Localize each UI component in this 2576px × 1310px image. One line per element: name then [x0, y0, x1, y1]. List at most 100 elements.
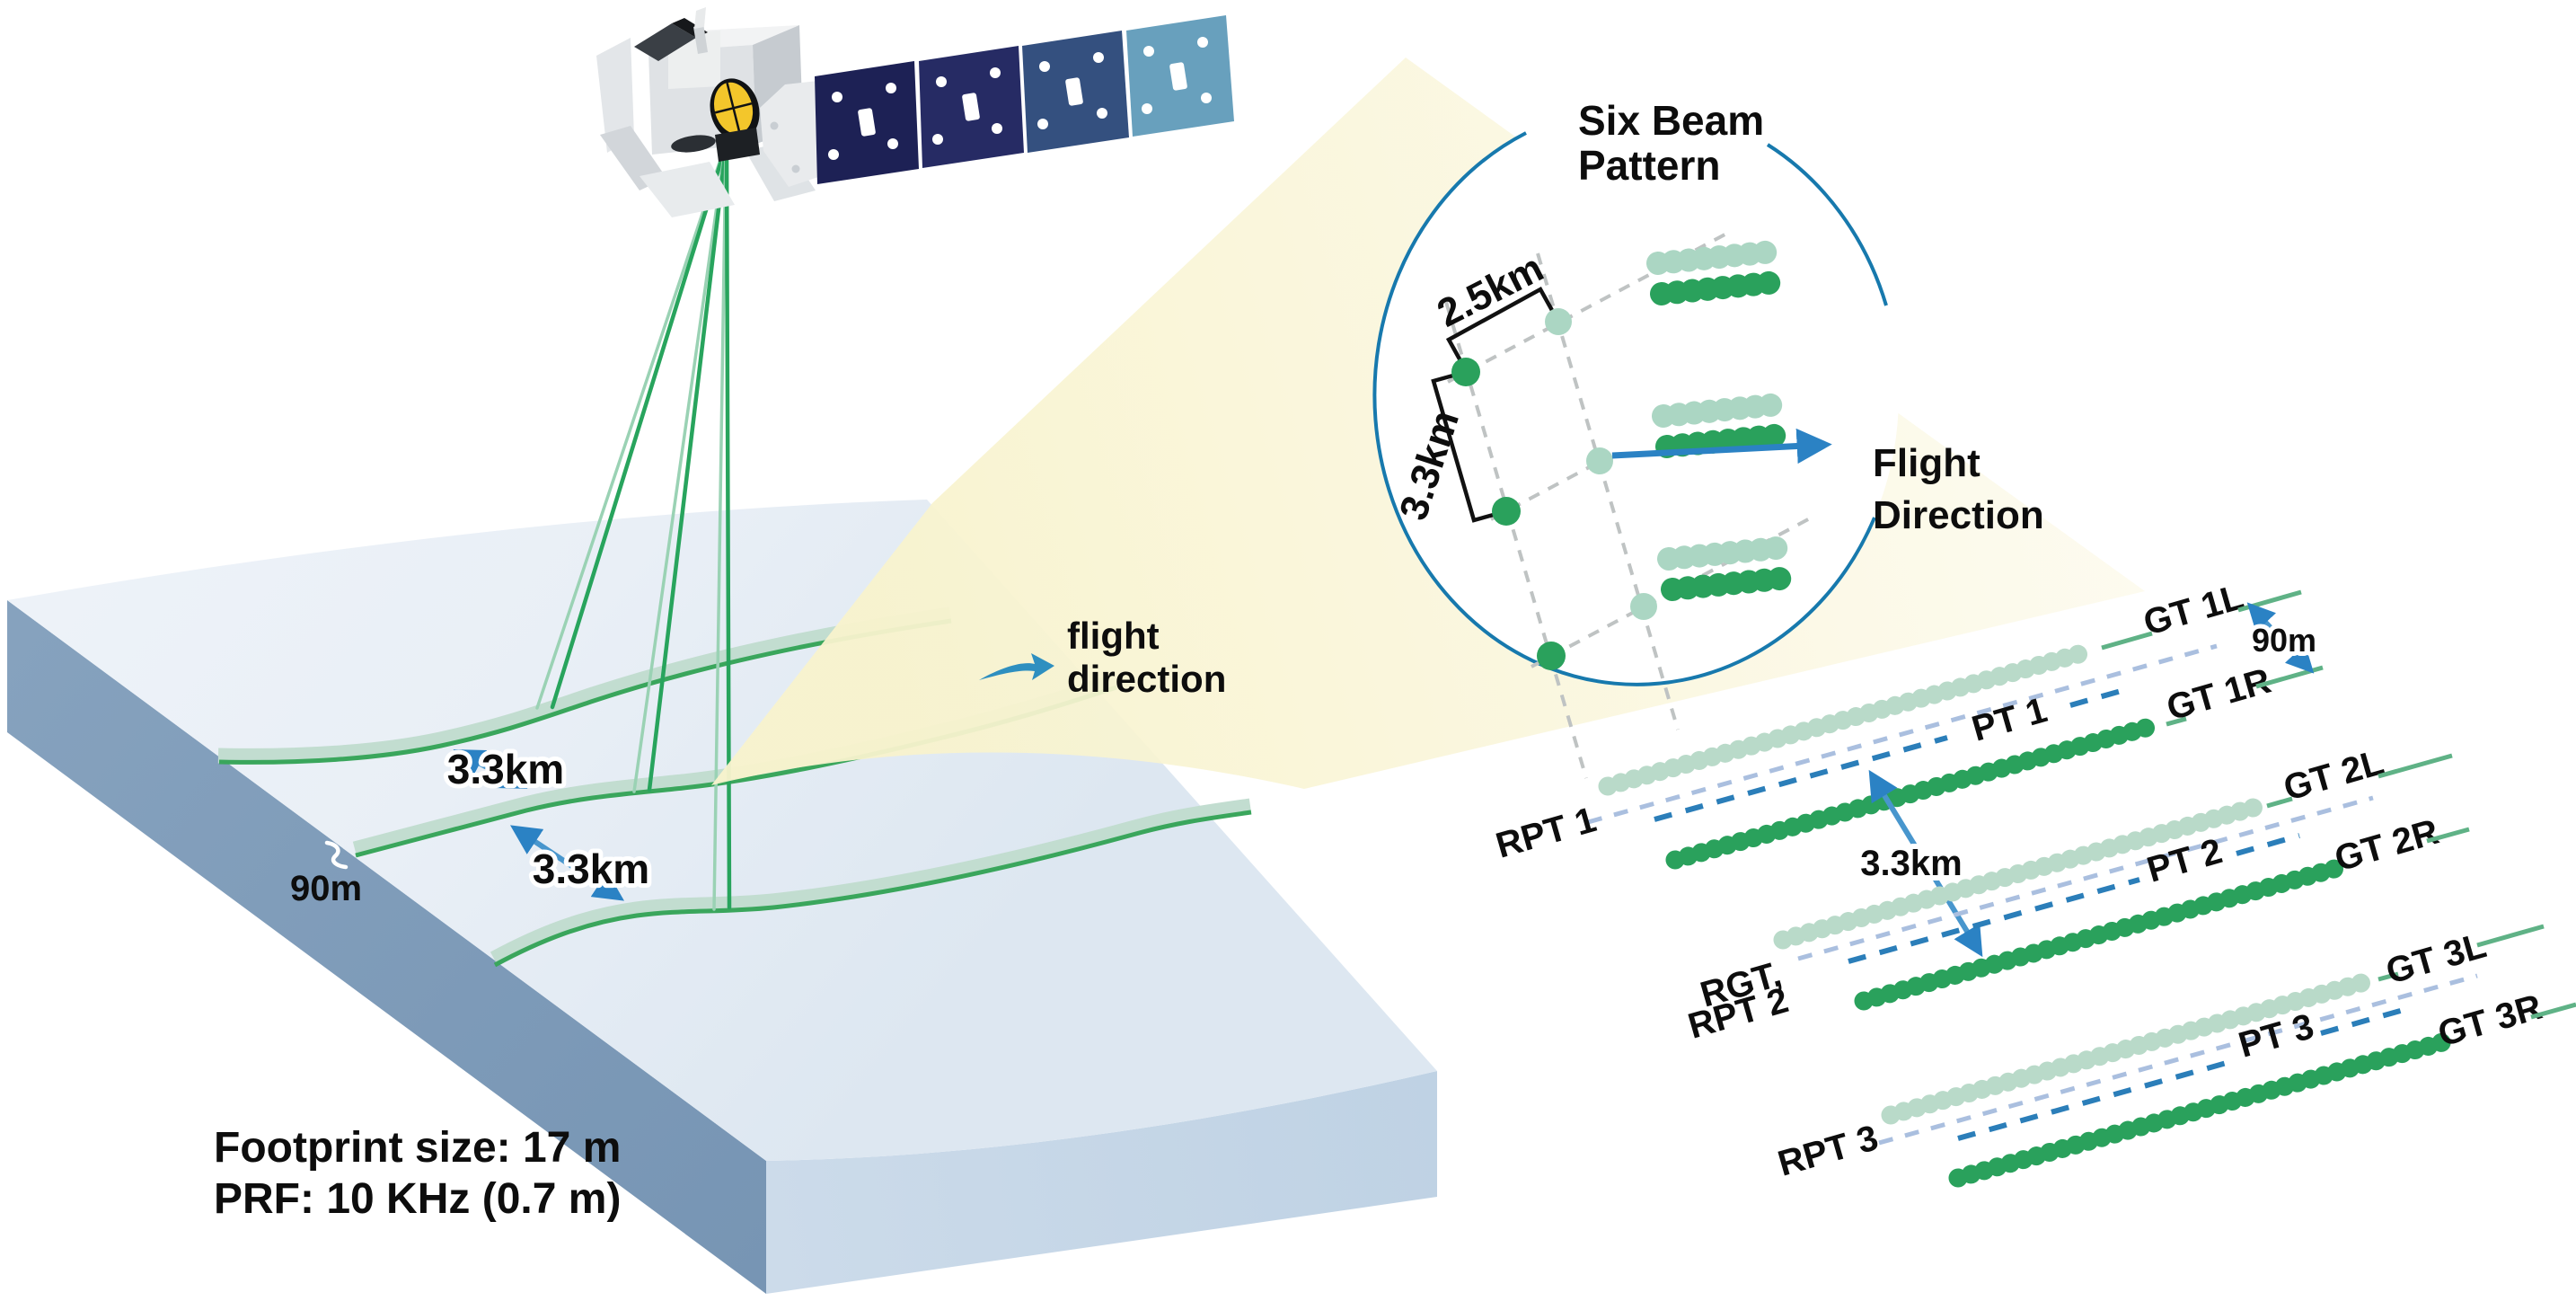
- gt1l-dotted-track: [1598, 642, 2098, 796]
- gt3r-label: GT 3R: [2434, 987, 2546, 1055]
- gt3l-dotted-track: [1881, 971, 2378, 1125]
- inset-title-line1: Six Beam: [1578, 97, 1764, 144]
- rpt1-label: RPT 1: [1492, 800, 1601, 866]
- chain-weak-1: [1646, 240, 1785, 275]
- footnote-line-2: PRF: 10 KHz (0.7 m): [214, 1175, 621, 1223]
- satellite-aperture: [715, 128, 760, 162]
- inset-dash-weak-axis: [1536, 252, 1680, 730]
- group-gap-label: 3.3km: [1860, 844, 1962, 883]
- gt2r-dotted-track: [1854, 857, 2351, 1011]
- arm-hole-1: [770, 121, 779, 130]
- flight-direction-callout: flight direction: [979, 615, 1226, 700]
- rpt1-dashed-track: [1587, 643, 2218, 825]
- terrain-annotations: 3.3km 3.3km 90m Footprint size: 17 m PRF…: [214, 741, 654, 1223]
- spacing-label-1: 3.3km: [447, 746, 564, 792]
- pt1-dashed-track-cont: [2069, 686, 2131, 708]
- solar-panel-dots: [828, 37, 1212, 160]
- gt2r-label: GT 2R: [2331, 812, 2443, 880]
- chain-strong-3: [1661, 566, 1801, 601]
- beam-strong-2: [647, 146, 728, 792]
- inset-pulse-chains: [1646, 240, 1801, 601]
- inset-beam-spots: [1451, 308, 1657, 670]
- pair-gap-arrow: [2246, 602, 2315, 674]
- inset-flight-label-line2: Direction: [1873, 493, 2044, 537]
- rpt2-dashed-track: [1797, 795, 2374, 961]
- group-gap-arrow: [1868, 769, 1983, 958]
- pt2-dashed-track-cont: [2236, 833, 2300, 856]
- six-beam-pattern-inset: Six Beam Pattern 2.5km 3.3km: [1372, 97, 2044, 779]
- pt1-label: PT 1: [1968, 690, 2051, 749]
- solar-array: [815, 15, 1234, 184]
- gt3l-label: GT 3L: [2382, 925, 2491, 992]
- terrain-block: [7, 500, 1437, 1294]
- weak-spot-2: [1586, 447, 1613, 474]
- gt2l-tail-right: [2378, 753, 2453, 779]
- chain-weak-2: [1652, 393, 1790, 428]
- satellite-rear-panel: [596, 38, 634, 153]
- flight-direction-line2: direction: [1067, 658, 1226, 700]
- gt2l-tail-left: [2266, 796, 2293, 809]
- gt3r-tail-right: [2530, 1002, 2576, 1020]
- rpt3-dashed-track: [1878, 973, 2478, 1146]
- inset-dash-strong-axis: [1444, 301, 1588, 779]
- gt3r-dotted-track: [1948, 1031, 2456, 1188]
- gt1l-tail-left: [2101, 631, 2153, 651]
- telescope: [710, 78, 760, 141]
- chain-strong-1: [1650, 270, 1788, 305]
- weak-spot-3: [1630, 593, 1657, 620]
- satellite: [596, 7, 1234, 217]
- inset-flight-label-line1: Flight: [1873, 441, 1981, 485]
- spacing-label-2: 3.3km: [533, 845, 649, 892]
- track-group-3: GT 3L RPT 3 PT 3 GT 3R: [1774, 924, 2576, 1188]
- gt2r-tail-right: [2426, 827, 2470, 844]
- satellite-arm: [760, 81, 821, 187]
- inset-circle-arc-main: [1372, 131, 1876, 686]
- inset-title-line2: Pattern: [1578, 142, 1720, 189]
- pt1-dashed-track: [1654, 735, 1948, 822]
- pt3-dashed-track: [1957, 1058, 2234, 1141]
- gt1l-tail-right: [2237, 589, 2302, 613]
- gt1r-label: GT 1R: [2163, 661, 2275, 729]
- flight-direction-line1: flight: [1067, 615, 1160, 657]
- edge-width-bracket: [324, 840, 348, 870]
- pt2-dashed-track: [1848, 877, 2140, 964]
- pt3-dashed-track-cont: [2320, 1007, 2404, 1036]
- ground-track-stripe-1: [217, 606, 952, 765]
- inset-bracket-3-3km: [1431, 369, 1507, 523]
- footnote-line-1: Footprint size: 17 m: [214, 1124, 621, 1172]
- rpt3-label: RPT 3: [1774, 1118, 1883, 1184]
- inset-bracket-2-5km: [1445, 286, 1560, 374]
- strong-spot-1: [1451, 358, 1480, 386]
- pair-gap-label: 90m: [2252, 622, 2316, 659]
- spacing-arrow-1: [453, 749, 528, 789]
- beam-weak-2: [632, 147, 727, 793]
- satellite-mast: [693, 23, 708, 54]
- arm-hole-2: [791, 164, 800, 173]
- gt1r-tail-left: [2166, 716, 2187, 727]
- weak-spot-1: [1545, 308, 1572, 335]
- gt3l-tail-right: [2476, 924, 2545, 948]
- gt3l-tail-left: [2378, 971, 2399, 982]
- strong-spot-3: [1537, 642, 1566, 670]
- telescope-crosshair-v: [726, 82, 741, 134]
- satellite-mast-tip: [694, 7, 706, 29]
- terrain-left-face: [7, 600, 766, 1294]
- chain-weak-3: [1657, 536, 1797, 571]
- beam-strong-1: [550, 146, 728, 710]
- inset-flight-arrow: [1611, 428, 1832, 465]
- chain-strong-2: [1655, 423, 1794, 458]
- satellite-instrument-dark: [634, 23, 696, 61]
- satellite-mli-flap-left: [640, 162, 735, 217]
- ground-track-stripe-3: [490, 798, 1252, 968]
- beam-strong-3: [724, 146, 732, 910]
- inset-circle-arc-upper-right: [1766, 143, 1888, 306]
- satellite-radiator: [671, 135, 716, 153]
- spacing-arrow-2: [510, 825, 624, 901]
- strong-spot-2: [1492, 497, 1521, 526]
- terrain-front-face: [766, 1071, 1437, 1294]
- terrain-top-face: [7, 500, 1437, 1161]
- beam-weak-1: [535, 147, 726, 710]
- gt2l-dotted-track: [1773, 797, 2266, 950]
